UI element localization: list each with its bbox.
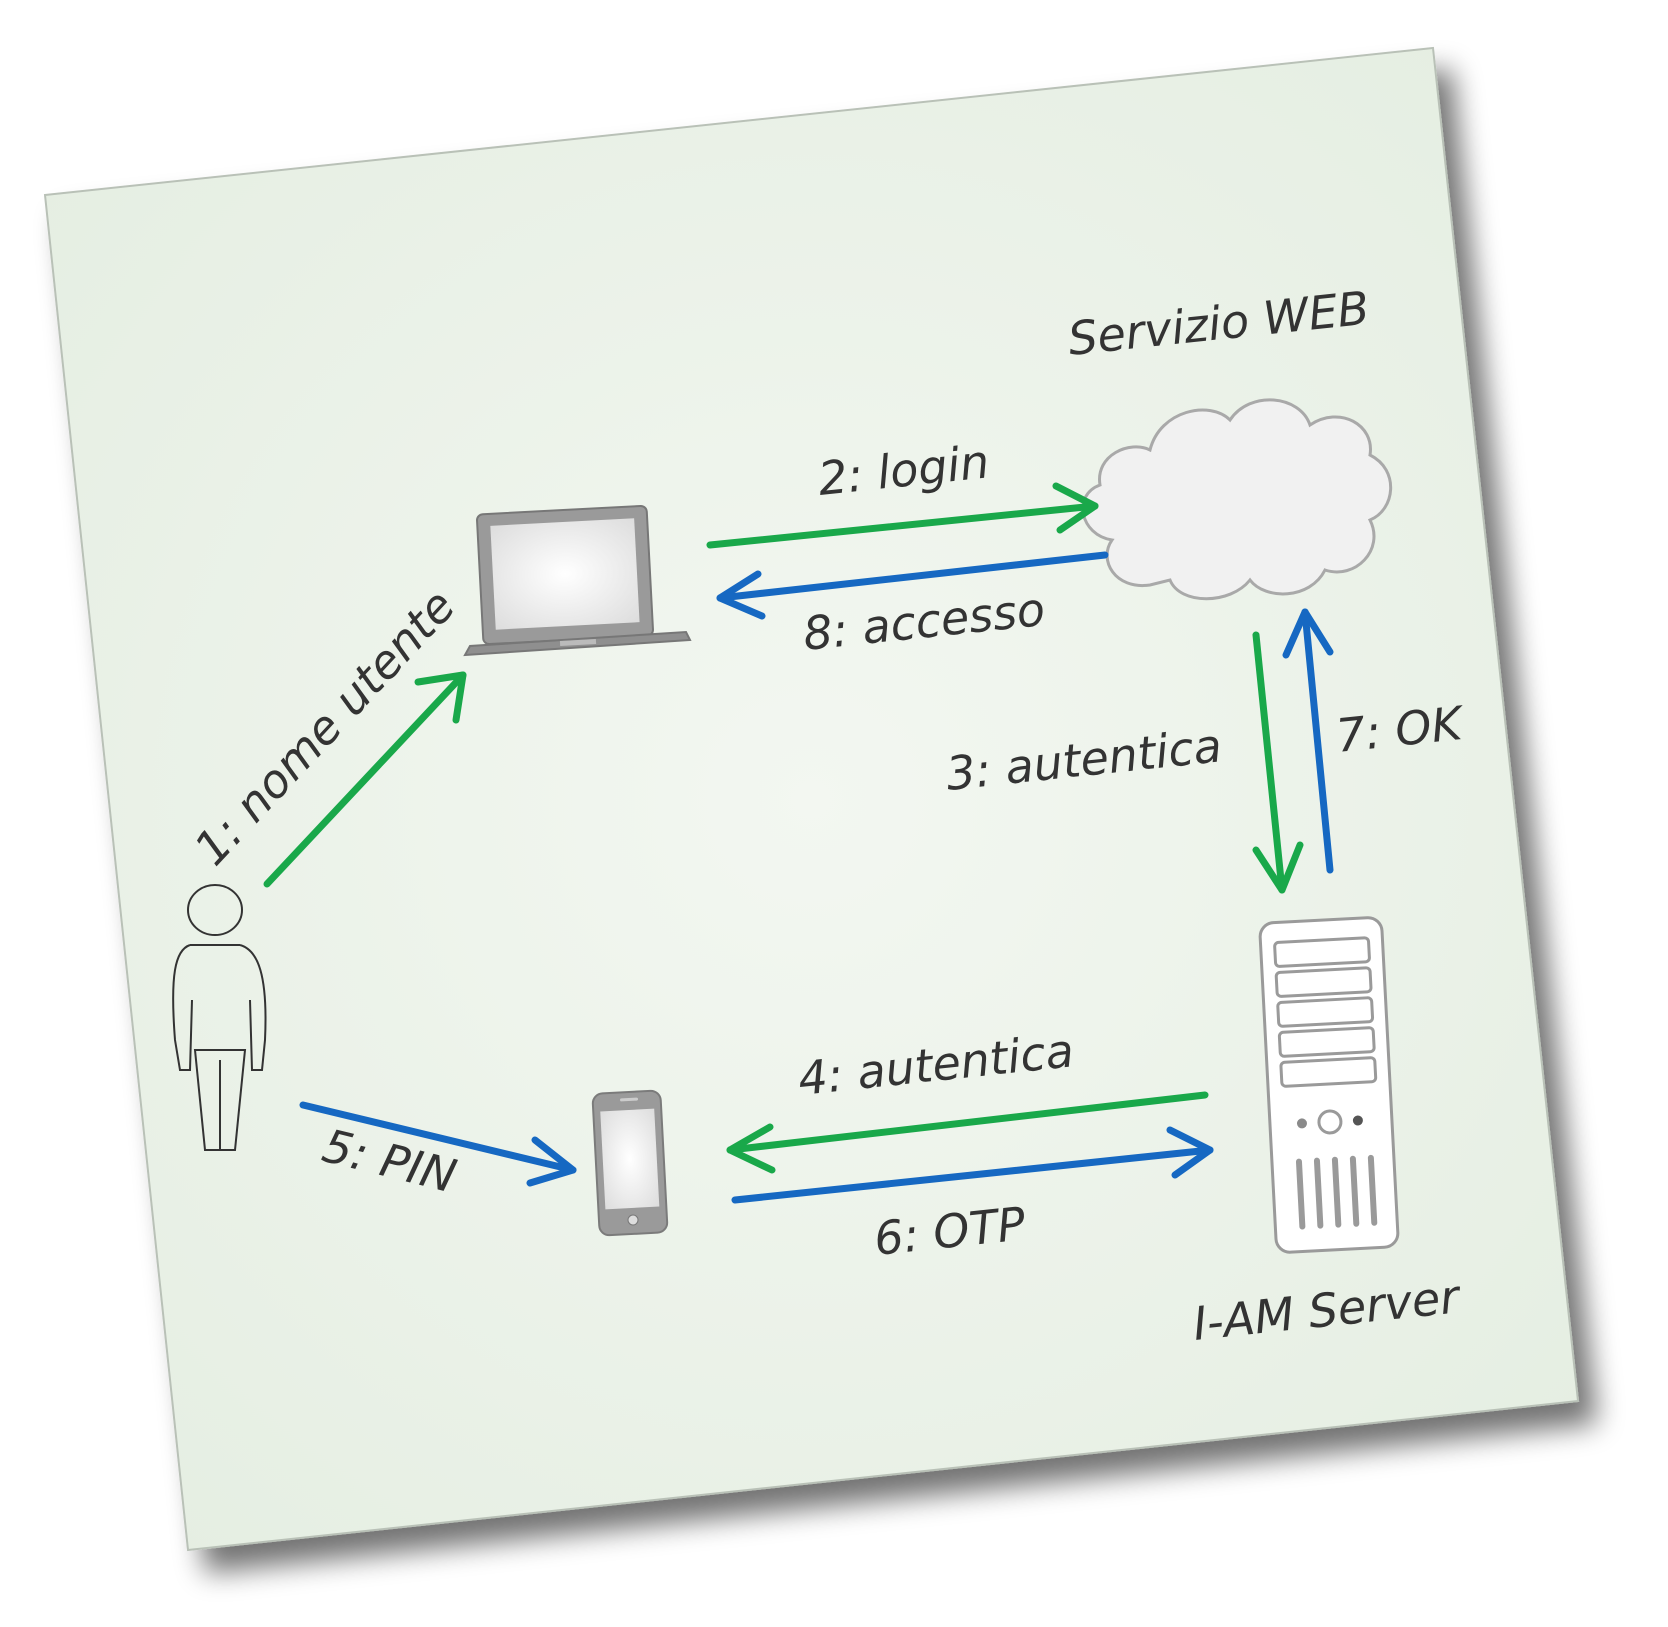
person-icon (172, 884, 267, 1151)
arrow-step-1 (263, 671, 467, 888)
arrow-step-7 (1282, 608, 1334, 874)
arrow-step-3 (1252, 631, 1304, 894)
arrow-step-5 (299, 1101, 577, 1187)
laptop-icon (463, 504, 692, 657)
cloud-icon (1081, 398, 1393, 601)
arrow-step-2 (706, 482, 1099, 549)
step-7-label: 7: OK (1334, 696, 1469, 763)
arrow-step-8 (716, 551, 1109, 620)
server-tower-icon (1258, 916, 1400, 1254)
arrow-step-6 (731, 1126, 1214, 1204)
smartphone-icon (591, 1089, 669, 1237)
arrow-step-4 (726, 1091, 1209, 1174)
